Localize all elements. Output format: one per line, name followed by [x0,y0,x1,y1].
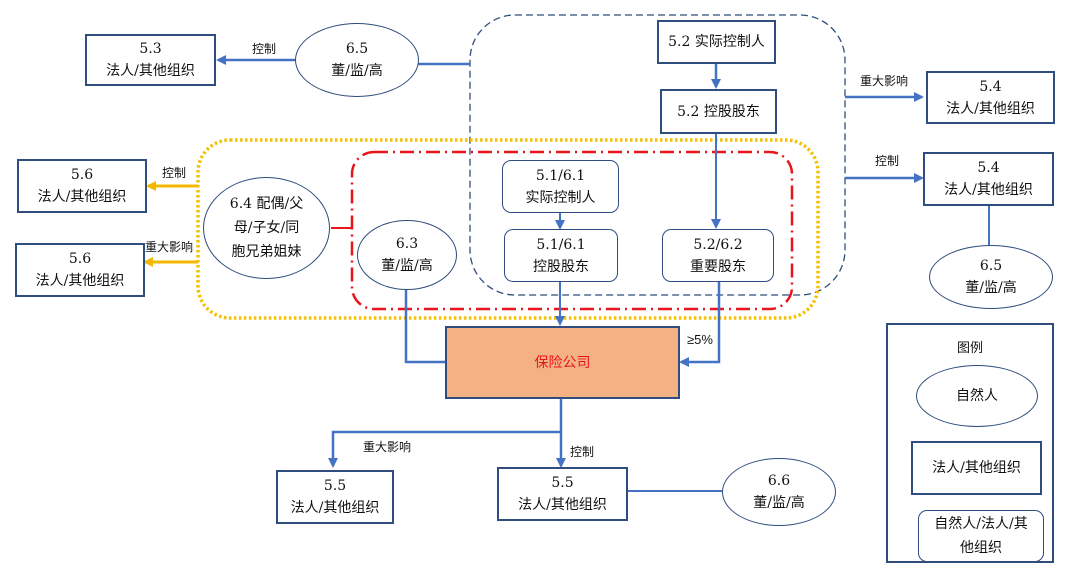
legend-title: 图例 [956,341,983,356]
node-6-5-directors-top: 6.5 董/监/高 [295,23,419,97]
node-6-6-directors: 6.6 董/监/高 [722,458,836,526]
edge-label-control-55: 控制 [570,445,595,459]
legend-label: 自然人 [956,388,998,404]
edge-label-control-54: 控制 [875,154,900,168]
legend-legal-entity: 法人/其他组织 [911,441,1042,495]
legend-natural-person: 自然人 [916,365,1038,427]
edge-label-major-55: 重大影响 [363,440,412,454]
node-label: 实际控制人 [525,189,596,206]
node-label: 5.2 实际控制人 [668,34,765,50]
legend-panel: 图例 自然人 法人/其他组织 自然人/法人/其 他组织 [886,323,1054,563]
node-label: 法人/其他组织 [290,500,380,516]
node-label: 重要股东 [690,258,746,275]
node-code: 5.1/6.1 [535,167,586,184]
node-5-3-legal-entity: 5.3 法人/其他组织 [85,34,216,86]
node-code: 5.1/6.1 [536,236,586,253]
node-code: 6.6 [767,473,791,489]
edge-label-major-54: 重大影响 [860,74,909,88]
node-5-5-legal-entity-a: 5.5 法人/其他组织 [276,470,394,524]
legend-label: 法人/其他组织 [932,460,1021,476]
node-5-5-legal-entity-b: 5.5 法人/其他组织 [497,467,628,521]
node-code: 5.5 [551,475,574,491]
legend-label-line: 自然人/法人/其 [934,516,1028,532]
node-label: 法人/其他组织 [944,182,1033,198]
node-insurance-company: 保险公司 [445,326,680,399]
edge-label-major-56: 重大影响 [145,240,194,254]
node-5-6-legal-entity-a: 5.6 法人/其他组织 [17,159,147,213]
node-label: 董/监/高 [331,63,383,79]
node-label: 法人/其他组织 [518,497,607,513]
node-5-4-legal-entity-b: 5.4 法人/其他组织 [923,152,1054,206]
node-code: 5.4 [977,160,1000,176]
node-5-1-actual-controller: 5.1/6.1 实际控制人 [502,160,619,213]
node-5-1-controlling-shareholder: 5.1/6.1 控股股东 [504,229,618,282]
node-6-5-directors-right: 6.5 董/监/高 [929,245,1053,309]
edge-label-threshold: ≥5% [687,332,713,347]
node-6-3-directors: 6.3 董/监/高 [357,220,457,290]
legend-label-line: 他组织 [960,540,1002,556]
node-5-6-legal-entity-b: 5.6 法人/其他组织 [15,243,145,297]
node-code: 5.6 [68,251,92,267]
legend-person-or-entity: 自然人/法人/其 他组织 [918,510,1044,562]
node-code: 5.2/6.2 [693,236,743,253]
node-6-4-family-members: 6.4 配偶/父 母/子女/同 胞兄弟姐妹 [203,177,330,279]
edge-label-control-56: 控制 [162,166,187,180]
node-label: 法人/其他组织 [37,189,127,205]
node-code: 5.5 [323,478,347,494]
node-5-2-controlling-shareholder: 5.2 控股股东 [660,89,777,134]
edge-major-to-company [679,282,721,367]
node-code: 5.3 [139,41,162,57]
node-code: 5.4 [979,78,1002,95]
edge-label-control-53: 控制 [252,42,277,56]
node-label: 法人/其他组织 [35,273,125,289]
node-label-line: 6.4 配偶/父 [229,196,304,212]
node-label: 法人/其他组织 [946,100,1035,117]
node-label: 董/监/高 [965,280,1017,296]
company-label: 保险公司 [534,354,591,371]
node-5-4-legal-entity-a: 5.4 法人/其他组织 [926,71,1055,124]
node-label-line: 母/子女/同 [233,220,300,236]
node-label: 控股股东 [533,258,589,275]
node-code: 6.3 [395,236,419,252]
node-label: 5.2 控股股东 [677,103,760,120]
node-label: 董/监/高 [753,495,805,511]
node-code: 6.5 [345,41,369,57]
edge-company-to-55a [328,430,561,468]
node-label: 董/监/高 [381,258,433,274]
node-code: 5.6 [70,167,94,183]
node-label: 法人/其他组织 [106,63,195,79]
edge-63-to-company [404,288,446,364]
node-label-line: 胞兄弟姐妹 [231,244,302,260]
node-5-2-actual-controller: 5.2 实际控制人 [657,20,776,64]
node-5-2-major-shareholder: 5.2/6.2 重要股东 [662,229,774,282]
node-code: 6.5 [979,258,1003,274]
